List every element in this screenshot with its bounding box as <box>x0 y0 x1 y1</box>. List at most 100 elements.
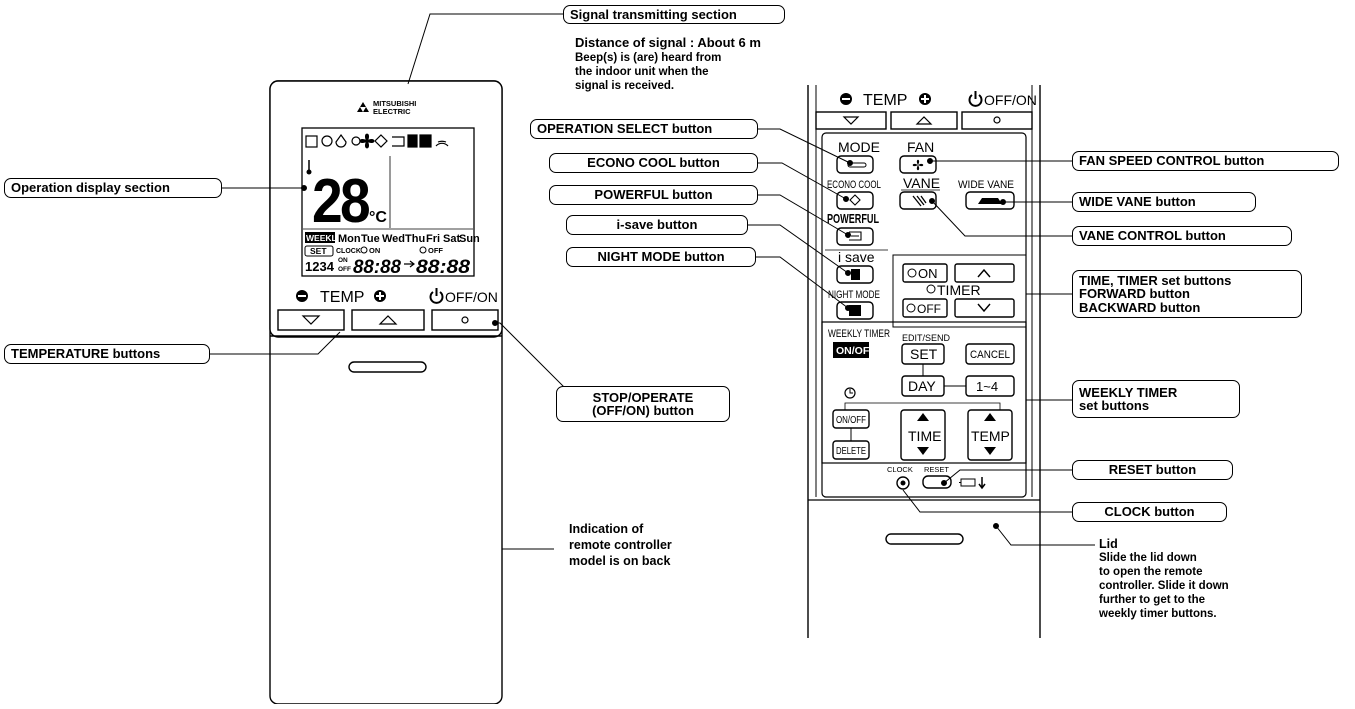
cancel-button-label: CANCEL <box>970 349 1010 361</box>
edit-send-label: EDIT/SEND <box>902 333 950 344</box>
lcd-program-number: 1234 <box>305 259 335 274</box>
lid-note-line: to open the remote <box>1099 566 1203 578</box>
arrow-icon <box>404 260 415 268</box>
brand-line1: MITSUBISHI <box>373 99 416 108</box>
vane-lcd-icon <box>392 136 405 147</box>
signal-note-line: Beep(s) is (are) heard from <box>575 52 722 64</box>
lcd-day: Sat <box>443 233 460 245</box>
cool-mode-icon <box>321 135 333 147</box>
lcd-clock-off: OFF <box>428 246 443 255</box>
day-button-label: DAY <box>908 378 936 394</box>
temp-button-label: TEMP <box>971 428 1010 444</box>
lcd-day: Mon <box>338 233 361 245</box>
lcd-day: Sun <box>459 233 480 245</box>
timer-set-line: TIME, TIMER set buttons <box>1079 272 1232 288</box>
lcd-clock-label: CLOCK <box>336 248 361 255</box>
lcd-set-badge: SET <box>310 246 327 256</box>
mitsubishi-logo-icon <box>357 102 369 112</box>
dot-icon <box>900 480 906 486</box>
lid-note-line: controller. Slide it down <box>1099 580 1229 592</box>
triangle-up-icon <box>378 315 398 325</box>
lid-note-line: Slide the lid down <box>1099 552 1197 564</box>
econo-cool-callout: ECONO COOL button <box>549 153 758 173</box>
lcd-mode-icons <box>305 133 449 149</box>
lcd-day: Tue <box>361 233 380 245</box>
reset-label: RESET <box>924 465 949 474</box>
triangle-down-icon <box>917 447 929 455</box>
chevron-down-icon <box>977 303 991 313</box>
panel-offon-label: OFF/ON <box>984 92 1037 108</box>
i-save-icon <box>851 269 860 280</box>
left-leader-lines <box>210 13 573 550</box>
signal-note-line: the indoor unit when the <box>575 66 709 78</box>
thermometer-icon <box>306 160 312 175</box>
lcd-temp-value: 28 <box>312 167 369 236</box>
operation-display-callout: Operation display section <box>4 178 222 198</box>
triangle-down-icon <box>301 315 321 325</box>
lid-note-line: further to get to the <box>1099 594 1206 606</box>
model-note: Indication of remote controller model is… <box>569 521 672 569</box>
stop-operate-callout: STOP/OPERATE (OFF/ON) button <box>556 386 730 422</box>
range-button[interactable] <box>965 375 1015 397</box>
powerful-icon <box>849 231 862 241</box>
mode-label: MODE <box>838 139 880 155</box>
model-note-line: Indication of <box>569 522 644 536</box>
temp-button[interactable] <box>967 409 1013 461</box>
clock-label: CLOCK <box>887 465 913 474</box>
clock-icon <box>906 303 916 313</box>
cancel-button[interactable] <box>965 343 1015 365</box>
wide-vane-label: WIDE VANE <box>958 179 1014 191</box>
triangle-up-icon <box>984 413 996 421</box>
fan-speed-lcd-icon <box>359 133 375 149</box>
fan-label: FAN <box>907 139 934 155</box>
vane-icon <box>912 195 927 207</box>
chevron-up-icon <box>977 268 991 278</box>
timer-down-button[interactable] <box>954 298 1015 318</box>
lcd-day: Thu <box>405 233 425 245</box>
i-save-label: i save <box>838 249 875 265</box>
econo-lcd-icon <box>374 134 388 148</box>
offon-button[interactable] <box>431 309 499 331</box>
weekly-timer-callout: WEEKLY TIMER set buttons <box>1072 380 1240 418</box>
auto-mode-icon <box>305 135 318 148</box>
panel-temp-up-button[interactable] <box>890 111 958 130</box>
vane-button[interactable] <box>899 191 937 210</box>
lid-title: Lid <box>1099 537 1118 551</box>
night-mode-label: NIGHT MODE <box>828 289 880 301</box>
i-save-callout: i-save button <box>566 215 748 235</box>
delete-button-label: DELETE <box>836 445 866 457</box>
signal-note-line: Distance of signal : About 6 m <box>575 35 761 50</box>
triangle-up-icon <box>917 413 929 421</box>
wide-vane-callout: WIDE VANE button <box>1072 192 1256 212</box>
timer-on-button[interactable] <box>902 263 948 283</box>
temp-down-button[interactable] <box>277 309 345 331</box>
panel-offon-button[interactable] <box>961 111 1033 130</box>
weekly-timer-line: set buttons <box>1079 398 1150 413</box>
timer-set-callout: TIME, TIMER set buttons FORWARD button B… <box>1072 270 1302 318</box>
panel-temp-down-button[interactable] <box>815 111 887 130</box>
lcd-day-labels: Mon Tue Wed Thu Fri Sat Sun <box>338 233 480 245</box>
powerful-callout: POWERFUL button <box>549 185 758 205</box>
timer-up-button[interactable] <box>954 263 1015 283</box>
clock-icon <box>907 268 917 278</box>
weekly-onoff-button[interactable]: ON/OFF <box>836 345 876 357</box>
power-icon <box>429 288 444 304</box>
timer-off-label: OFF <box>917 302 941 316</box>
fan-speed-callout: FAN SPEED CONTROL button <box>1072 151 1339 171</box>
temp-up-button[interactable] <box>351 309 425 331</box>
power-icon <box>968 91 983 107</box>
remote-offon-label: OFF/ON <box>445 289 498 305</box>
signal-note-line: signal is received. <box>575 80 675 92</box>
brand-line2: ELECTRIC <box>373 107 411 116</box>
lid-slot <box>348 361 427 373</box>
timer-set-line: FORWARD button <box>1079 286 1190 302</box>
clock-off-icon <box>419 246 427 254</box>
timer-off-button[interactable] <box>902 298 948 318</box>
night-mode-callout: NIGHT MODE button <box>566 247 756 267</box>
wide-vane-icon <box>978 198 1002 204</box>
battery-icon <box>959 478 976 487</box>
econo-cool-label: ECONO COOL <box>827 179 881 191</box>
isave-lcd-icon <box>407 134 418 148</box>
time-button[interactable] <box>900 409 946 461</box>
